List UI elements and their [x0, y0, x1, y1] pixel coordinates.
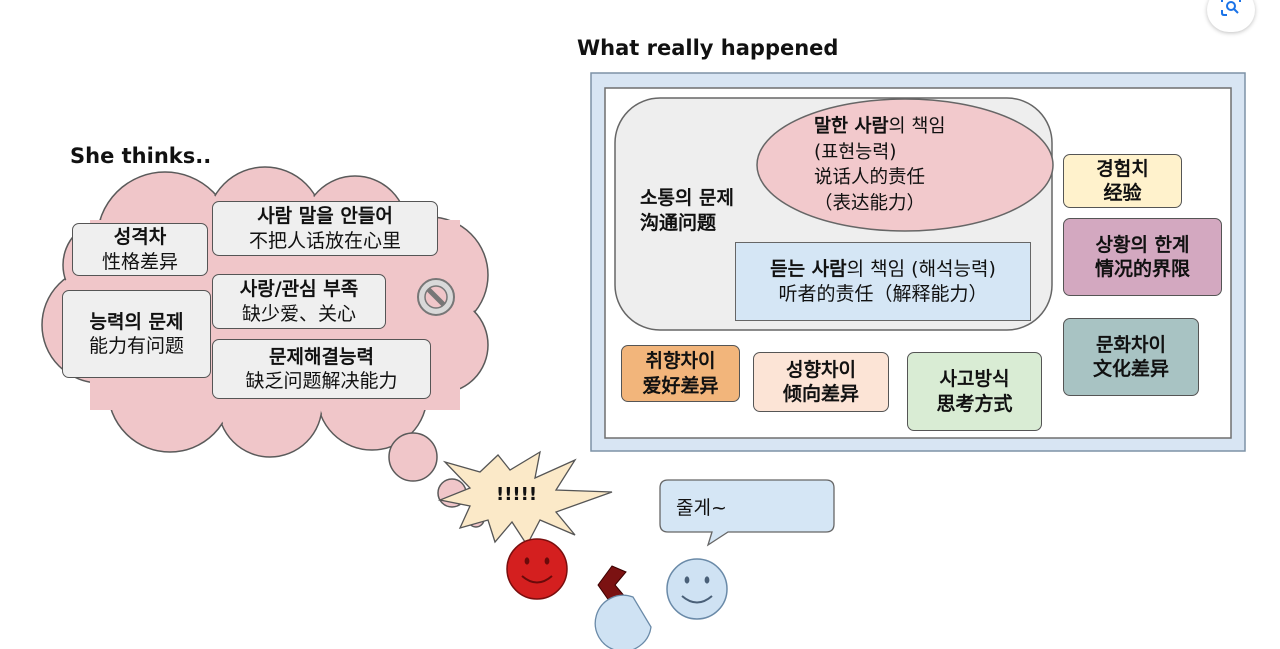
prohibited-icon: [417, 278, 455, 316]
thinking-ko: 사고방식: [939, 368, 1010, 391]
tendency-zh: 倾向差异: [782, 383, 859, 405]
exclaim-burst: [437, 450, 613, 547]
culture-ko: 문화차이: [1096, 333, 1166, 356]
speaker-ko-bold: 말한 사람: [814, 116, 889, 137]
situation-ko: 상황의 한계: [1095, 233, 1190, 256]
problem-solving-ko: 문제해결능력: [269, 345, 374, 368]
not-listening-zh: 不把人话放在心里: [248, 229, 401, 252]
situation-box: 상황의 한계 情况的界限: [1063, 218, 1222, 296]
taste-ko: 취향차이: [645, 350, 716, 373]
ability-zh: 能力有问题: [88, 335, 184, 357]
thinking-box: 사고방식 思考方式: [907, 352, 1042, 431]
experience-zh: 经验: [1103, 182, 1142, 204]
not-listening-ko: 사람 말을 안들어: [257, 205, 393, 228]
speaker-ko-paren: (표현능력): [814, 141, 897, 163]
personality-box: 성격차 性格差异: [72, 223, 208, 276]
speaker-ko-rest: 의 책임: [888, 116, 946, 137]
communication-zh: 沟通问题: [640, 211, 717, 234]
taste-box: 취향차이 爱好差异: [621, 345, 740, 402]
exclaim-text: !!!!!: [496, 484, 538, 505]
thought-bubble-large: [388, 432, 438, 482]
communication-label: 소통의 문제 沟通问题: [640, 186, 734, 235]
love-lack-ko: 사랑/관심 부족: [239, 278, 359, 301]
listener-box: 듣는 사람의 책임 (해석능력) 听者的责任（解释能力）: [735, 242, 1031, 321]
listener-ko-rest: 의 책임 (해석능력): [846, 258, 996, 281]
lens-icon: [1221, 0, 1241, 16]
angry-face: [506, 538, 568, 600]
what-happened-title: What really happened: [577, 36, 839, 60]
ability-box: 능력의 문제 能力有问题: [62, 290, 211, 378]
taste-zh: 爱好差异: [642, 374, 719, 397]
love-lack-box: 사랑/관심 부족 缺少爱、关心: [212, 274, 386, 329]
tendency-box: 성향차이 倾向差异: [753, 352, 889, 412]
speech-text: 줄게~: [676, 497, 727, 519]
listener-zh: 听者的责任（解释能力）: [778, 282, 988, 305]
culture-zh: 文化差异: [1092, 358, 1169, 380]
speech-bubble: [659, 479, 835, 547]
smiling-face: [666, 558, 728, 620]
listener-ko-bold: 듣는 사람: [770, 258, 847, 281]
personality-ko: 성격차: [113, 226, 167, 249]
speaker-text: 말한 사람의 책임 (표현능력) 说话人的责任 （表达能力）: [814, 114, 945, 216]
situation-zh: 情况的界限: [1094, 258, 1190, 280]
problem-solving-box: 문제해결능력 缺乏问题解决能力: [212, 339, 431, 399]
tendency-ko: 성향차이: [786, 358, 856, 381]
lens-button[interactable]: [1207, 0, 1255, 32]
speaker-ellipse: [756, 98, 1054, 232]
ability-ko: 능력의 문제: [89, 310, 184, 333]
not-listening-box: 사람 말을 안들어 不把人话放在心里: [212, 201, 438, 256]
love-lack-zh: 缺少爱、关心: [241, 302, 356, 325]
experience-box: 경험치 经验: [1063, 154, 1182, 208]
thinking-zh: 思考方式: [936, 392, 1013, 415]
speaker-zh: 说话人的责任: [814, 167, 926, 189]
communication-ko: 소통의 문제: [640, 187, 735, 209]
personality-zh: 性格差异: [101, 250, 178, 273]
experience-ko: 경험치: [1096, 157, 1149, 180]
problem-solving-zh: 缺乏问题解决能力: [245, 370, 398, 392]
she-thinks-title: She thinks..: [70, 144, 212, 168]
speaker-zh-paren: （表达能力）: [814, 192, 926, 214]
culture-box: 문화차이 文化差异: [1063, 318, 1199, 396]
hand-shape: [594, 594, 652, 649]
